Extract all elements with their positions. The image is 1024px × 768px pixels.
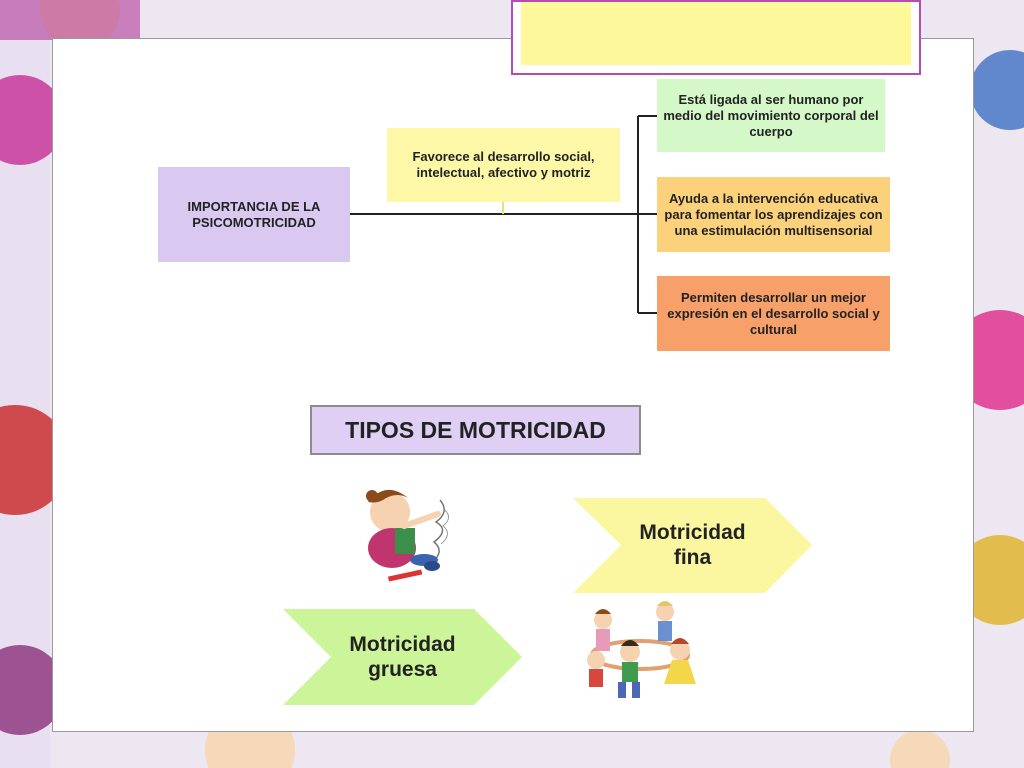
callout-fill [521,2,911,65]
gruesa-chevron [283,609,522,705]
branch-social-node: Favorece al desarrollo social, intelectu… [387,128,620,202]
fina-chevron [573,498,812,593]
branch-ayuda-node: Ayuda a la intervención educativa para f… [657,177,890,252]
gruesa-label: Motricidad gruesa [349,633,456,681]
branch-ligada-node: Está ligada al ser humano por medio del … [657,79,885,152]
tipos-title: TIPOS DE MOTRICIDAD [310,405,641,455]
callout-box [511,0,921,75]
branch-permiten-node: Permiten desarrollar un mejor expresión … [657,276,890,351]
root-node: IMPORTANCIA DE LA PSICOMOTRICIDAD [158,167,350,262]
fina-label: Motricidad fina [639,521,746,569]
